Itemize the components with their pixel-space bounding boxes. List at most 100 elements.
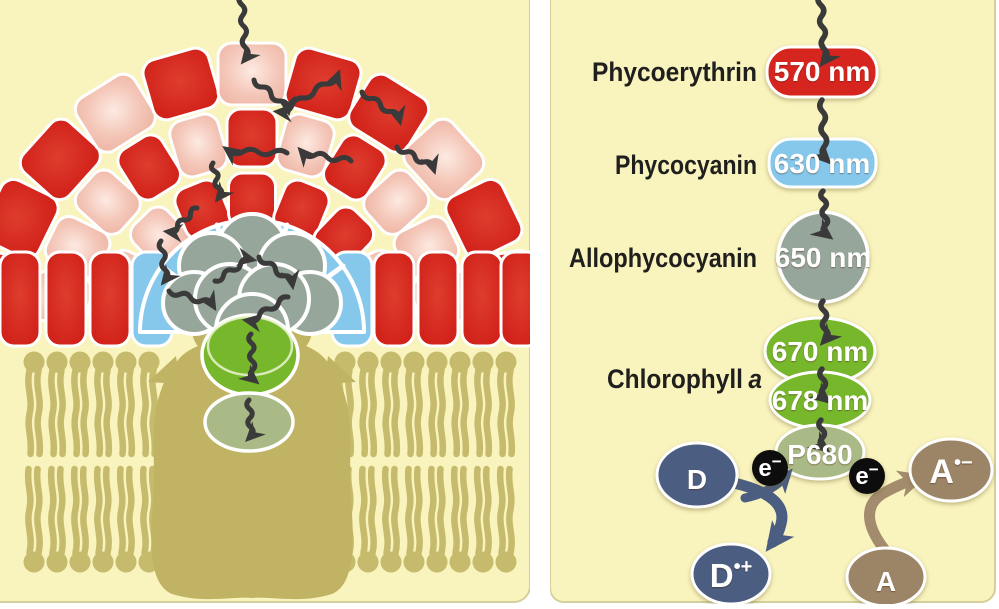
lipid-head bbox=[426, 551, 448, 573]
lipid-tail bbox=[102, 465, 112, 557]
chlorophyll-a-label: Chlorophylla bbox=[607, 364, 762, 394]
lipid-head bbox=[495, 551, 517, 573]
lipid-tail bbox=[414, 366, 424, 458]
energy-transfer-arrow bbox=[244, 397, 266, 443]
phycoerythrin-rod-segment bbox=[18, 117, 102, 202]
energy-transfer-arrow bbox=[297, 146, 354, 168]
energy-transfer-arrow bbox=[236, 0, 261, 65]
lipid-tail bbox=[359, 366, 369, 458]
lipid-tail bbox=[71, 366, 81, 458]
phycoerythrin-rod-segment bbox=[444, 177, 524, 260]
membrane-protein bbox=[148, 338, 356, 600]
membrane-protein-flap-left bbox=[148, 356, 180, 384]
lipid-tail bbox=[47, 465, 57, 557]
energy-transfer-arrows bbox=[156, 0, 439, 443]
donor-ellipse bbox=[655, 441, 739, 509]
phycoerythrin-rod-segment bbox=[372, 250, 416, 348]
lipid-tail bbox=[116, 465, 126, 557]
lipid-tail bbox=[506, 366, 516, 458]
lipid-tail bbox=[48, 366, 58, 458]
lipid-tail bbox=[381, 465, 391, 557]
energy-transfer-arrow bbox=[256, 254, 300, 291]
rod-linker-segment bbox=[73, 72, 157, 154]
acceptor-ellipse bbox=[845, 546, 927, 604]
allophycocyanin-label: Allophycocyanin bbox=[569, 243, 757, 273]
lipid-tail bbox=[125, 465, 135, 557]
lipid-tail bbox=[405, 366, 415, 458]
rod-linker-segment bbox=[362, 168, 431, 236]
acceptor-reduction-arrow bbox=[864, 470, 928, 555]
lipid-tail bbox=[94, 366, 104, 458]
lipid-head bbox=[472, 551, 494, 573]
p680-label: P680 bbox=[787, 439, 852, 470]
energy-cascade-arrows bbox=[806, 0, 843, 453]
membrane-protein-body bbox=[151, 338, 353, 600]
right-panel-background bbox=[550, 0, 996, 603]
phycoerythrin-rod-segment bbox=[44, 250, 88, 348]
lipid-tail bbox=[57, 366, 67, 458]
rod-linker-segment bbox=[402, 117, 486, 202]
lipid-tail bbox=[450, 465, 460, 557]
lipid-tail bbox=[34, 366, 44, 458]
phycoerythrin-rod-segment bbox=[0, 250, 42, 348]
energy-transfer-arrow bbox=[807, 366, 832, 404]
lipid-head bbox=[92, 551, 114, 573]
lipid-tail bbox=[460, 366, 470, 458]
energy-transfer-arrow bbox=[394, 144, 439, 176]
energy-transfer-arrow bbox=[156, 238, 181, 286]
phycoerythrin-rod-segment bbox=[116, 133, 182, 202]
donor-oxidized-ellipse bbox=[690, 542, 772, 604]
energy-transfer-arrow bbox=[808, 97, 832, 165]
phycoerythrin-rod-segment bbox=[225, 107, 279, 169]
energy-transfer-arrow bbox=[806, 417, 831, 453]
lipid-tail bbox=[70, 465, 80, 557]
lipid-tail bbox=[413, 465, 423, 557]
lipid-tail bbox=[473, 465, 483, 557]
lipid-tail bbox=[474, 366, 484, 458]
lipid-tail bbox=[404, 465, 414, 557]
lipid-tail bbox=[139, 465, 149, 557]
membrane-protein-flap-right bbox=[324, 356, 356, 384]
lipid-tail bbox=[358, 465, 368, 557]
lipid-tail bbox=[93, 465, 103, 557]
lipid-tail bbox=[368, 366, 378, 458]
right-panel: Phycoerythrin Phycocyanin Allophycocyani… bbox=[550, 0, 996, 604]
emission-670: 670 nm bbox=[772, 336, 869, 367]
lipid-tail bbox=[24, 465, 34, 557]
energy-transfer-arrow bbox=[212, 247, 258, 284]
energy-transfer-arrow bbox=[238, 331, 260, 385]
left-panel bbox=[0, 0, 530, 603]
lipid-tail bbox=[451, 366, 461, 458]
emission-650: 650 nm bbox=[775, 242, 872, 273]
phycocyanin-label: Phycocyanin bbox=[615, 150, 757, 180]
energy-transfer-arrow bbox=[162, 205, 200, 243]
electron-label-left: e− bbox=[758, 452, 781, 482]
lipid-head bbox=[449, 551, 471, 573]
lipid-tail bbox=[459, 465, 469, 557]
electron-circle-right bbox=[849, 458, 885, 494]
lipid-tail bbox=[496, 465, 506, 557]
energy-transfer-arrow bbox=[818, 298, 843, 346]
emission-570: 570 nm bbox=[774, 56, 871, 87]
energy-transfer-arrow bbox=[241, 294, 291, 333]
energy-transfer-arrow bbox=[166, 288, 217, 312]
lipid-tail bbox=[505, 465, 515, 557]
phycoerythrin-label: Phycoerythrin bbox=[592, 57, 757, 87]
acceptor-reduced-ellipse bbox=[908, 437, 994, 503]
lipid-tail bbox=[483, 366, 493, 458]
lipid-tail bbox=[428, 366, 438, 458]
energy-transfer-arrow bbox=[208, 160, 235, 203]
lipid-tail bbox=[391, 366, 401, 458]
electron-circle-left bbox=[752, 450, 788, 486]
phycoerythrin-rod-segment bbox=[141, 46, 221, 122]
lipid-tail bbox=[117, 366, 127, 458]
lipid-tail bbox=[437, 366, 447, 458]
donor-oxidized-label: D•+ bbox=[710, 556, 753, 594]
lipid-tail bbox=[140, 366, 150, 458]
lipid-tail bbox=[345, 366, 355, 458]
energy-transfer-arrow bbox=[809, 188, 834, 240]
donor-label: D bbox=[687, 464, 707, 495]
energy-transfer-arrow bbox=[272, 69, 342, 123]
energy-transfer-arrow bbox=[815, 0, 842, 68]
